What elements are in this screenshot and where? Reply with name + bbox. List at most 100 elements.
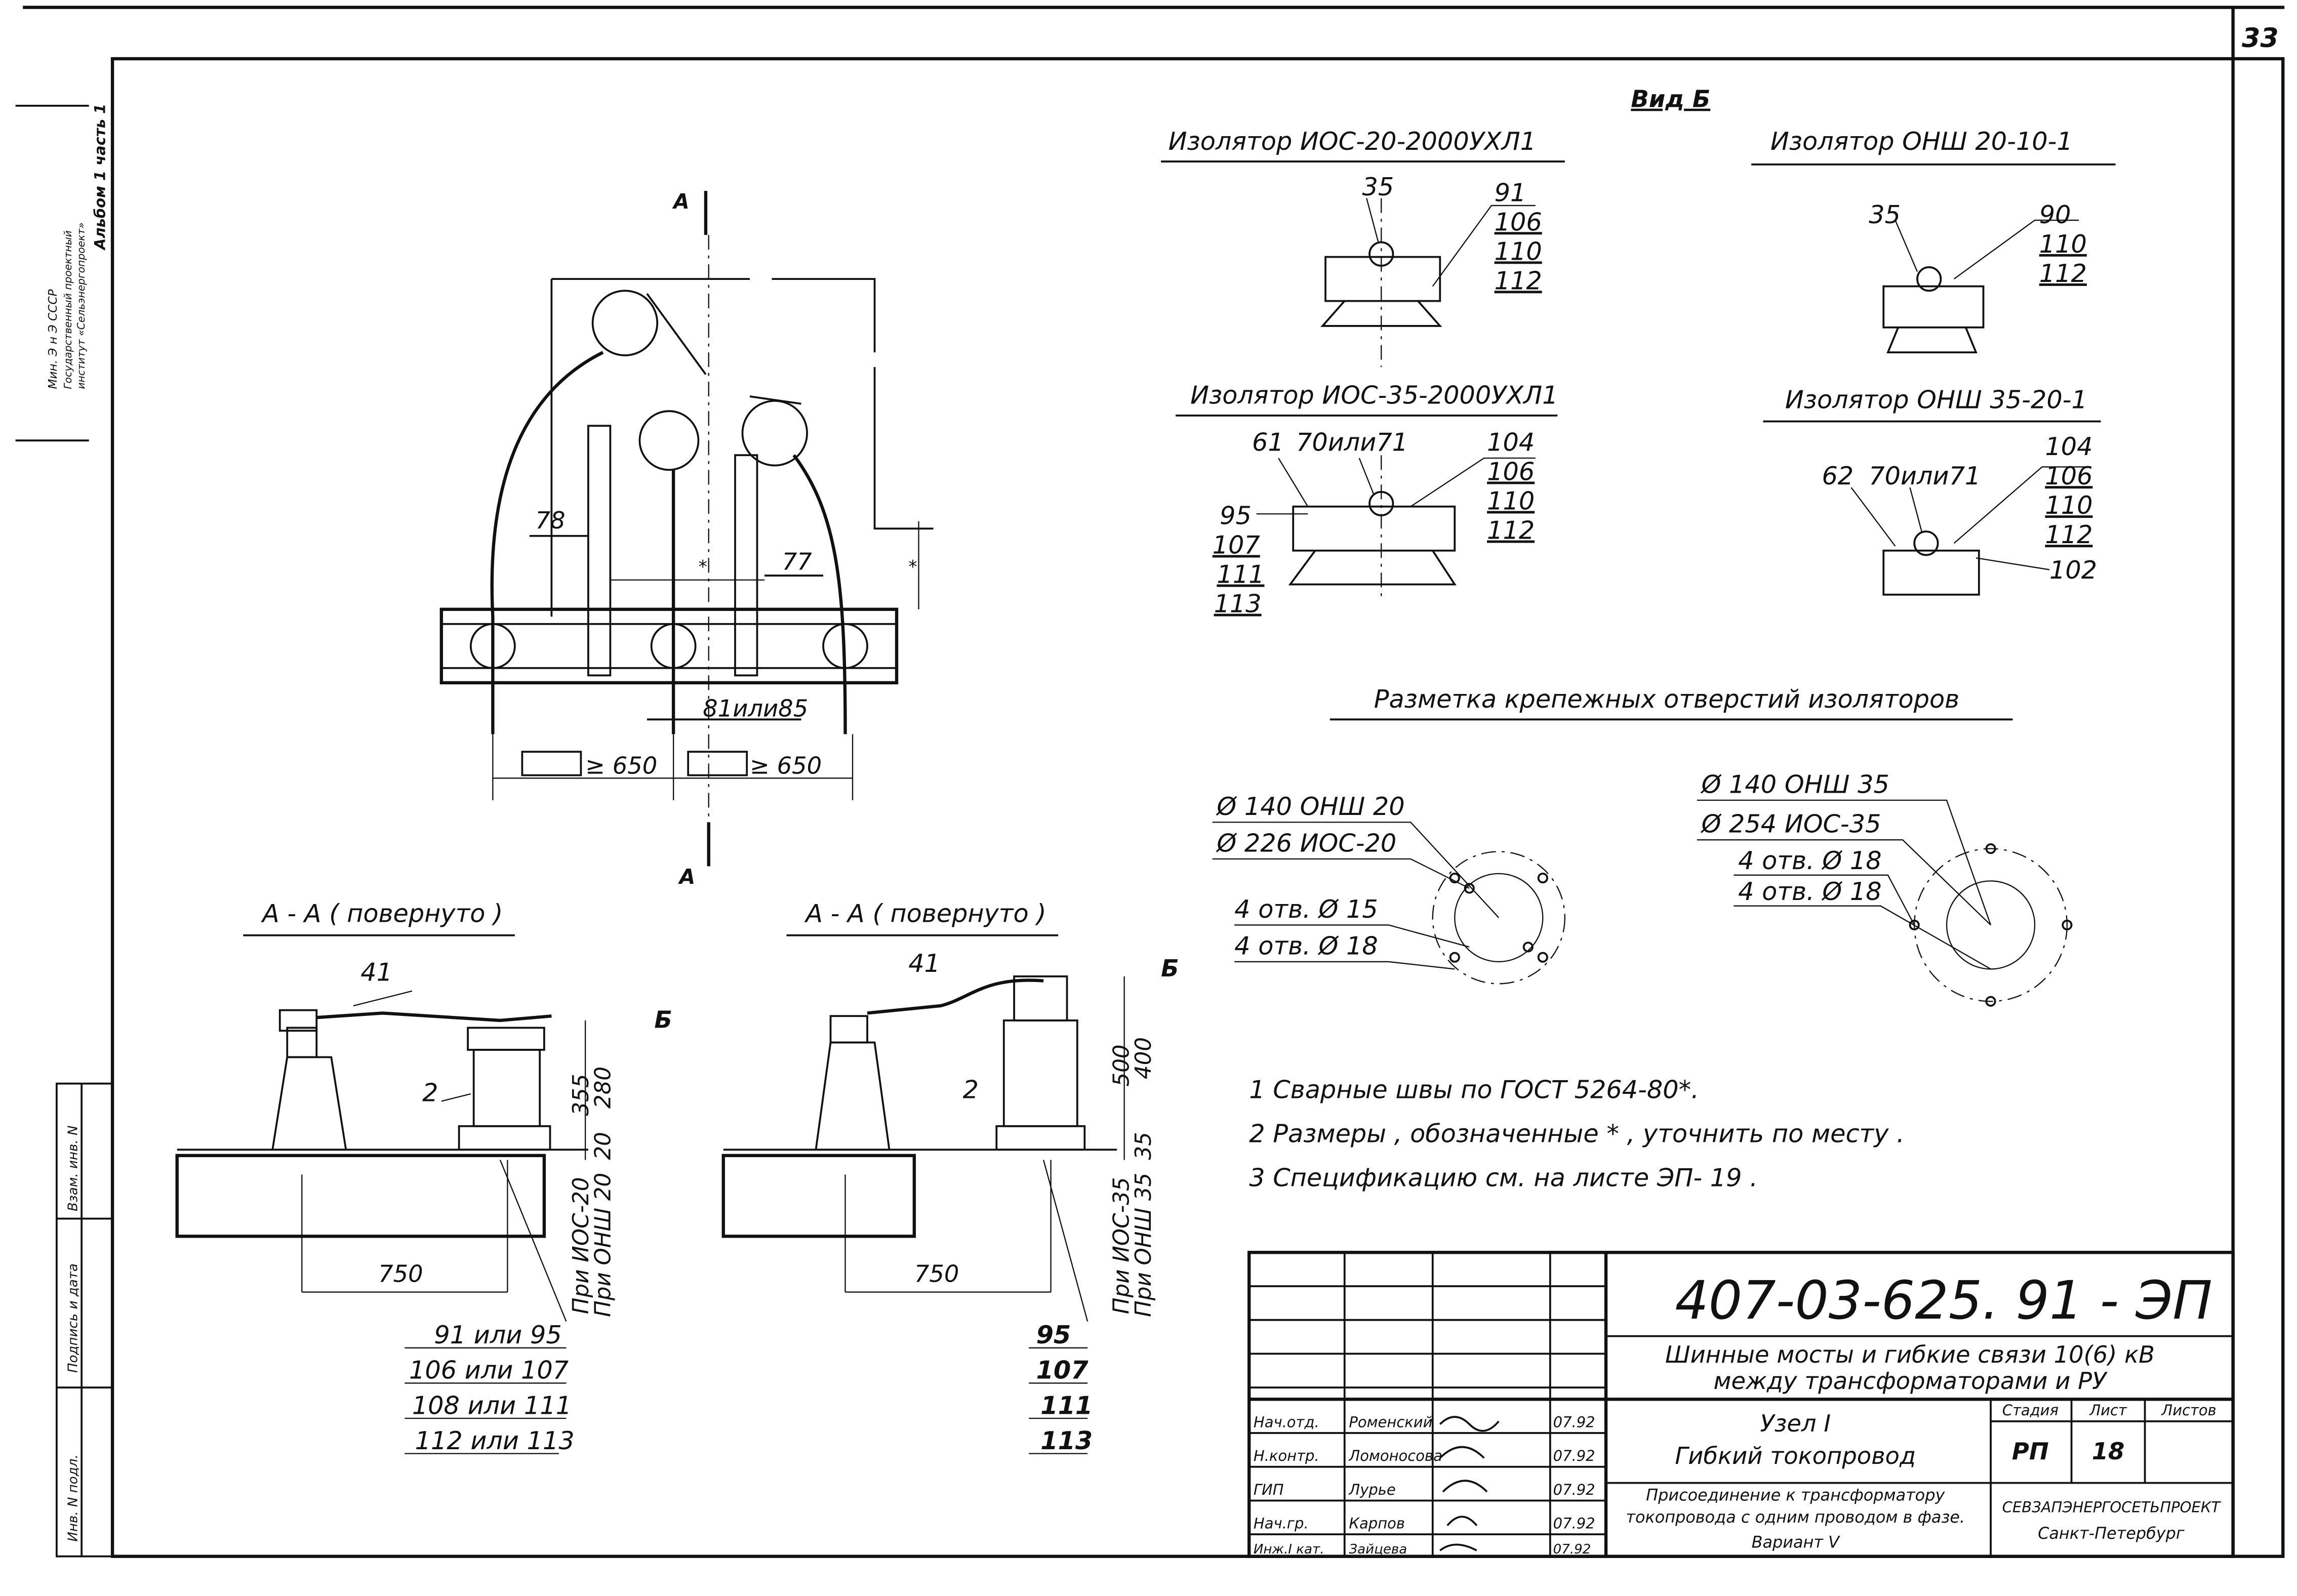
svg-text:Б: Б [1161, 955, 1179, 982]
note-2: 2 Размеры , обозначенные * , уточнить по… [1249, 1119, 1905, 1149]
svg-text:Стадия: Стадия [2002, 1402, 2059, 1419]
svg-text:Зайцева: Зайцева [1349, 1542, 1407, 1557]
svg-text:35: 35 [1362, 172, 1394, 201]
svg-text:07.92: 07.92 [1553, 1542, 1591, 1557]
hole-pattern-35 [1697, 799, 2073, 1007]
svg-text:355: 355 [569, 1074, 594, 1116]
svg-text:500: 500 [1109, 1044, 1134, 1086]
svg-text:111: 111 [1040, 1390, 1093, 1420]
callout-81: 81или85 [703, 695, 808, 722]
svg-text:20: 20 [590, 1132, 616, 1160]
section-left-drawing [175, 990, 588, 1454]
svg-text:750: 750 [914, 1260, 959, 1287]
svg-text:110: 110 [1487, 486, 1535, 516]
organization-city: Санкт-Петербург [2038, 1524, 2185, 1543]
svg-text:70или71: 70или71 [1869, 461, 1981, 490]
svg-text:113: 113 [1040, 1426, 1093, 1455]
svg-text:При ОНШ 20: При ОНШ 20 [590, 1173, 616, 1317]
svg-text:106 или 107: 106 или 107 [409, 1356, 569, 1385]
stage-value: РП [2012, 1438, 2049, 1465]
svg-text:112: 112 [1487, 516, 1535, 545]
svg-text:4 отв. Ø 18: 4 отв. Ø 18 [1738, 846, 1882, 875]
svg-text:Государственный проектный: Государственный проектный [62, 230, 74, 389]
svg-text:41: 41 [908, 949, 940, 978]
svg-text:Изолятор ОНШ 35-20-1: Изолятор ОНШ 35-20-1 [1785, 385, 2087, 414]
insulator-onsh35: Изолятор ОНШ 35-20-1 62 70или71 104 106 … [1763, 385, 2101, 596]
section-right-title: А - А ( повернуто ) [804, 899, 1046, 928]
dim-650-left: ≥ 650 [585, 752, 657, 780]
svg-text:институт «Сельэнергопроект»: институт «Сельэнергопроект» [75, 222, 87, 389]
callout-78: 78 [535, 507, 565, 534]
note-3: 3 Спецификацию см. на листе ЭП- 19 . [1249, 1163, 1758, 1193]
svg-text:750: 750 [378, 1260, 423, 1287]
note-1: 1 Сварные швы по ГОСТ 5264-80*. [1249, 1075, 1699, 1104]
svg-text:4 отв. Ø 15: 4 отв. Ø 15 [1234, 894, 1378, 924]
svg-text:110: 110 [1495, 236, 1542, 266]
svg-text:Лист: Лист [2089, 1402, 2127, 1419]
side-stamp: Мин. Э н Э СССР Государственный проектны… [46, 104, 109, 389]
svg-text:07.92: 07.92 [1553, 1481, 1595, 1498]
svg-text:108 или 111: 108 или 111 [412, 1390, 572, 1420]
insulator-ios20: Изолятор ИОС-20-2000УХЛ1 35 91 106 110 1… [1161, 127, 1565, 367]
svg-text:4 отв. Ø 18: 4 отв. Ø 18 [1738, 877, 1882, 906]
svg-text:Изолятор ИОС-20-2000УХЛ1: Изолятор ИОС-20-2000УХЛ1 [1168, 127, 1536, 156]
section-mark-bottom: А [678, 865, 695, 889]
marking-title: Разметка крепежных отверстий изоляторов [1374, 684, 1959, 714]
signature-rows: Нач.отд. Роменский 07.92 Н.контр. Ломоно… [1254, 1413, 1595, 1557]
svg-text:Лурье: Лурье [1348, 1481, 1395, 1498]
sheet-number: 33 [2242, 23, 2279, 54]
svg-text:При ОНШ 35: При ОНШ 35 [1131, 1173, 1156, 1317]
signature-marks [1439, 1416, 1500, 1551]
svg-text:106: 106 [1487, 457, 1535, 486]
svg-text:Роменский: Роменский [1349, 1413, 1432, 1430]
view-b-title: Вид Б [1631, 86, 1710, 113]
svg-text:62: 62 [1822, 461, 1853, 490]
svg-text:90: 90 [2039, 200, 2071, 229]
svg-text:112: 112 [2039, 259, 2087, 288]
svg-text:110: 110 [2039, 229, 2087, 259]
svg-text:токопровода с одним проводом в: токопровода с одним проводом в фазе. [1626, 1507, 1965, 1527]
svg-text:107: 107 [1036, 1356, 1089, 1385]
sheet-title-2: Гибкий токопровод [1675, 1442, 1916, 1469]
svg-text:Изолятор ОНШ 20-10-1: Изолятор ОНШ 20-10-1 [1770, 127, 2073, 156]
title-block [1247, 1251, 2235, 1558]
document-code: 407-03-625. 91 - ЭП [1675, 1270, 2212, 1331]
svg-text:Карпов: Карпов [1349, 1515, 1405, 1532]
svg-text:106: 106 [2045, 461, 2092, 490]
svg-text:Листов: Листов [2161, 1402, 2216, 1419]
svg-text:400: 400 [1131, 1037, 1156, 1079]
svg-text:Ø 140 ОНШ 35: Ø 140 ОНШ 35 [1701, 769, 1889, 799]
svg-text:Вариант V: Вариант V [1752, 1532, 1840, 1551]
svg-text:106: 106 [1495, 207, 1542, 236]
svg-text:Ø 140 ОНШ 20: Ø 140 ОНШ 20 [1216, 792, 1404, 821]
svg-text:41: 41 [360, 958, 392, 987]
svg-text:Присоединение к трансформатору: Присоединение к трансформатору [1646, 1485, 1945, 1504]
svg-text:Мин. Э н Э СССР: Мин. Э н Э СССР [46, 289, 60, 389]
svg-text:4 отв. Ø 18: 4 отв. Ø 18 [1234, 931, 1378, 960]
svg-text:95: 95 [1220, 501, 1252, 530]
callout-77: 77 [782, 548, 813, 575]
dim-650-right: ≥ 650 [750, 752, 822, 780]
svg-text:102: 102 [2049, 555, 2097, 585]
svg-text:Ø 254 ИОС-35: Ø 254 ИОС-35 [1701, 809, 1881, 839]
svg-text:При ИОС-20: При ИОС-20 [569, 1177, 594, 1314]
svg-text:Ломоносова: Ломоносова [1348, 1447, 1442, 1464]
svg-text:Б: Б [654, 1006, 672, 1033]
svg-text:112: 112 [1495, 266, 1542, 295]
svg-text:*: * [908, 557, 917, 577]
svg-text:35: 35 [1131, 1132, 1156, 1160]
insulator-ios35: Изолятор ИОС-35-2000УХЛ1 61 70или71 104 … [1176, 381, 1558, 619]
svg-text:Ø 226 ИОС-20: Ø 226 ИОС-20 [1216, 828, 1396, 857]
svg-text:*: * [698, 557, 707, 577]
svg-text:70или71: 70или71 [1296, 427, 1408, 457]
project-title-2: между трансформаторами и РУ [1714, 1367, 2108, 1395]
insulator-onsh20: Изолятор ОНШ 20-10-1 35 90 110 112 [1751, 127, 2116, 354]
svg-text:110: 110 [2045, 490, 2092, 520]
svg-text:35: 35 [1869, 200, 1901, 229]
svg-text:Нач.гр.: Нач.гр. [1254, 1515, 1309, 1532]
svg-text:113: 113 [1214, 589, 1262, 619]
svg-text:Изолятор ИОС-35-2000УХЛ1: Изолятор ИОС-35-2000УХЛ1 [1190, 381, 1558, 410]
general-notes: 1 Сварные швы по ГОСТ 5264-80*. 2 Размер… [1249, 1075, 1905, 1193]
svg-text:91: 91 [1495, 178, 1526, 207]
